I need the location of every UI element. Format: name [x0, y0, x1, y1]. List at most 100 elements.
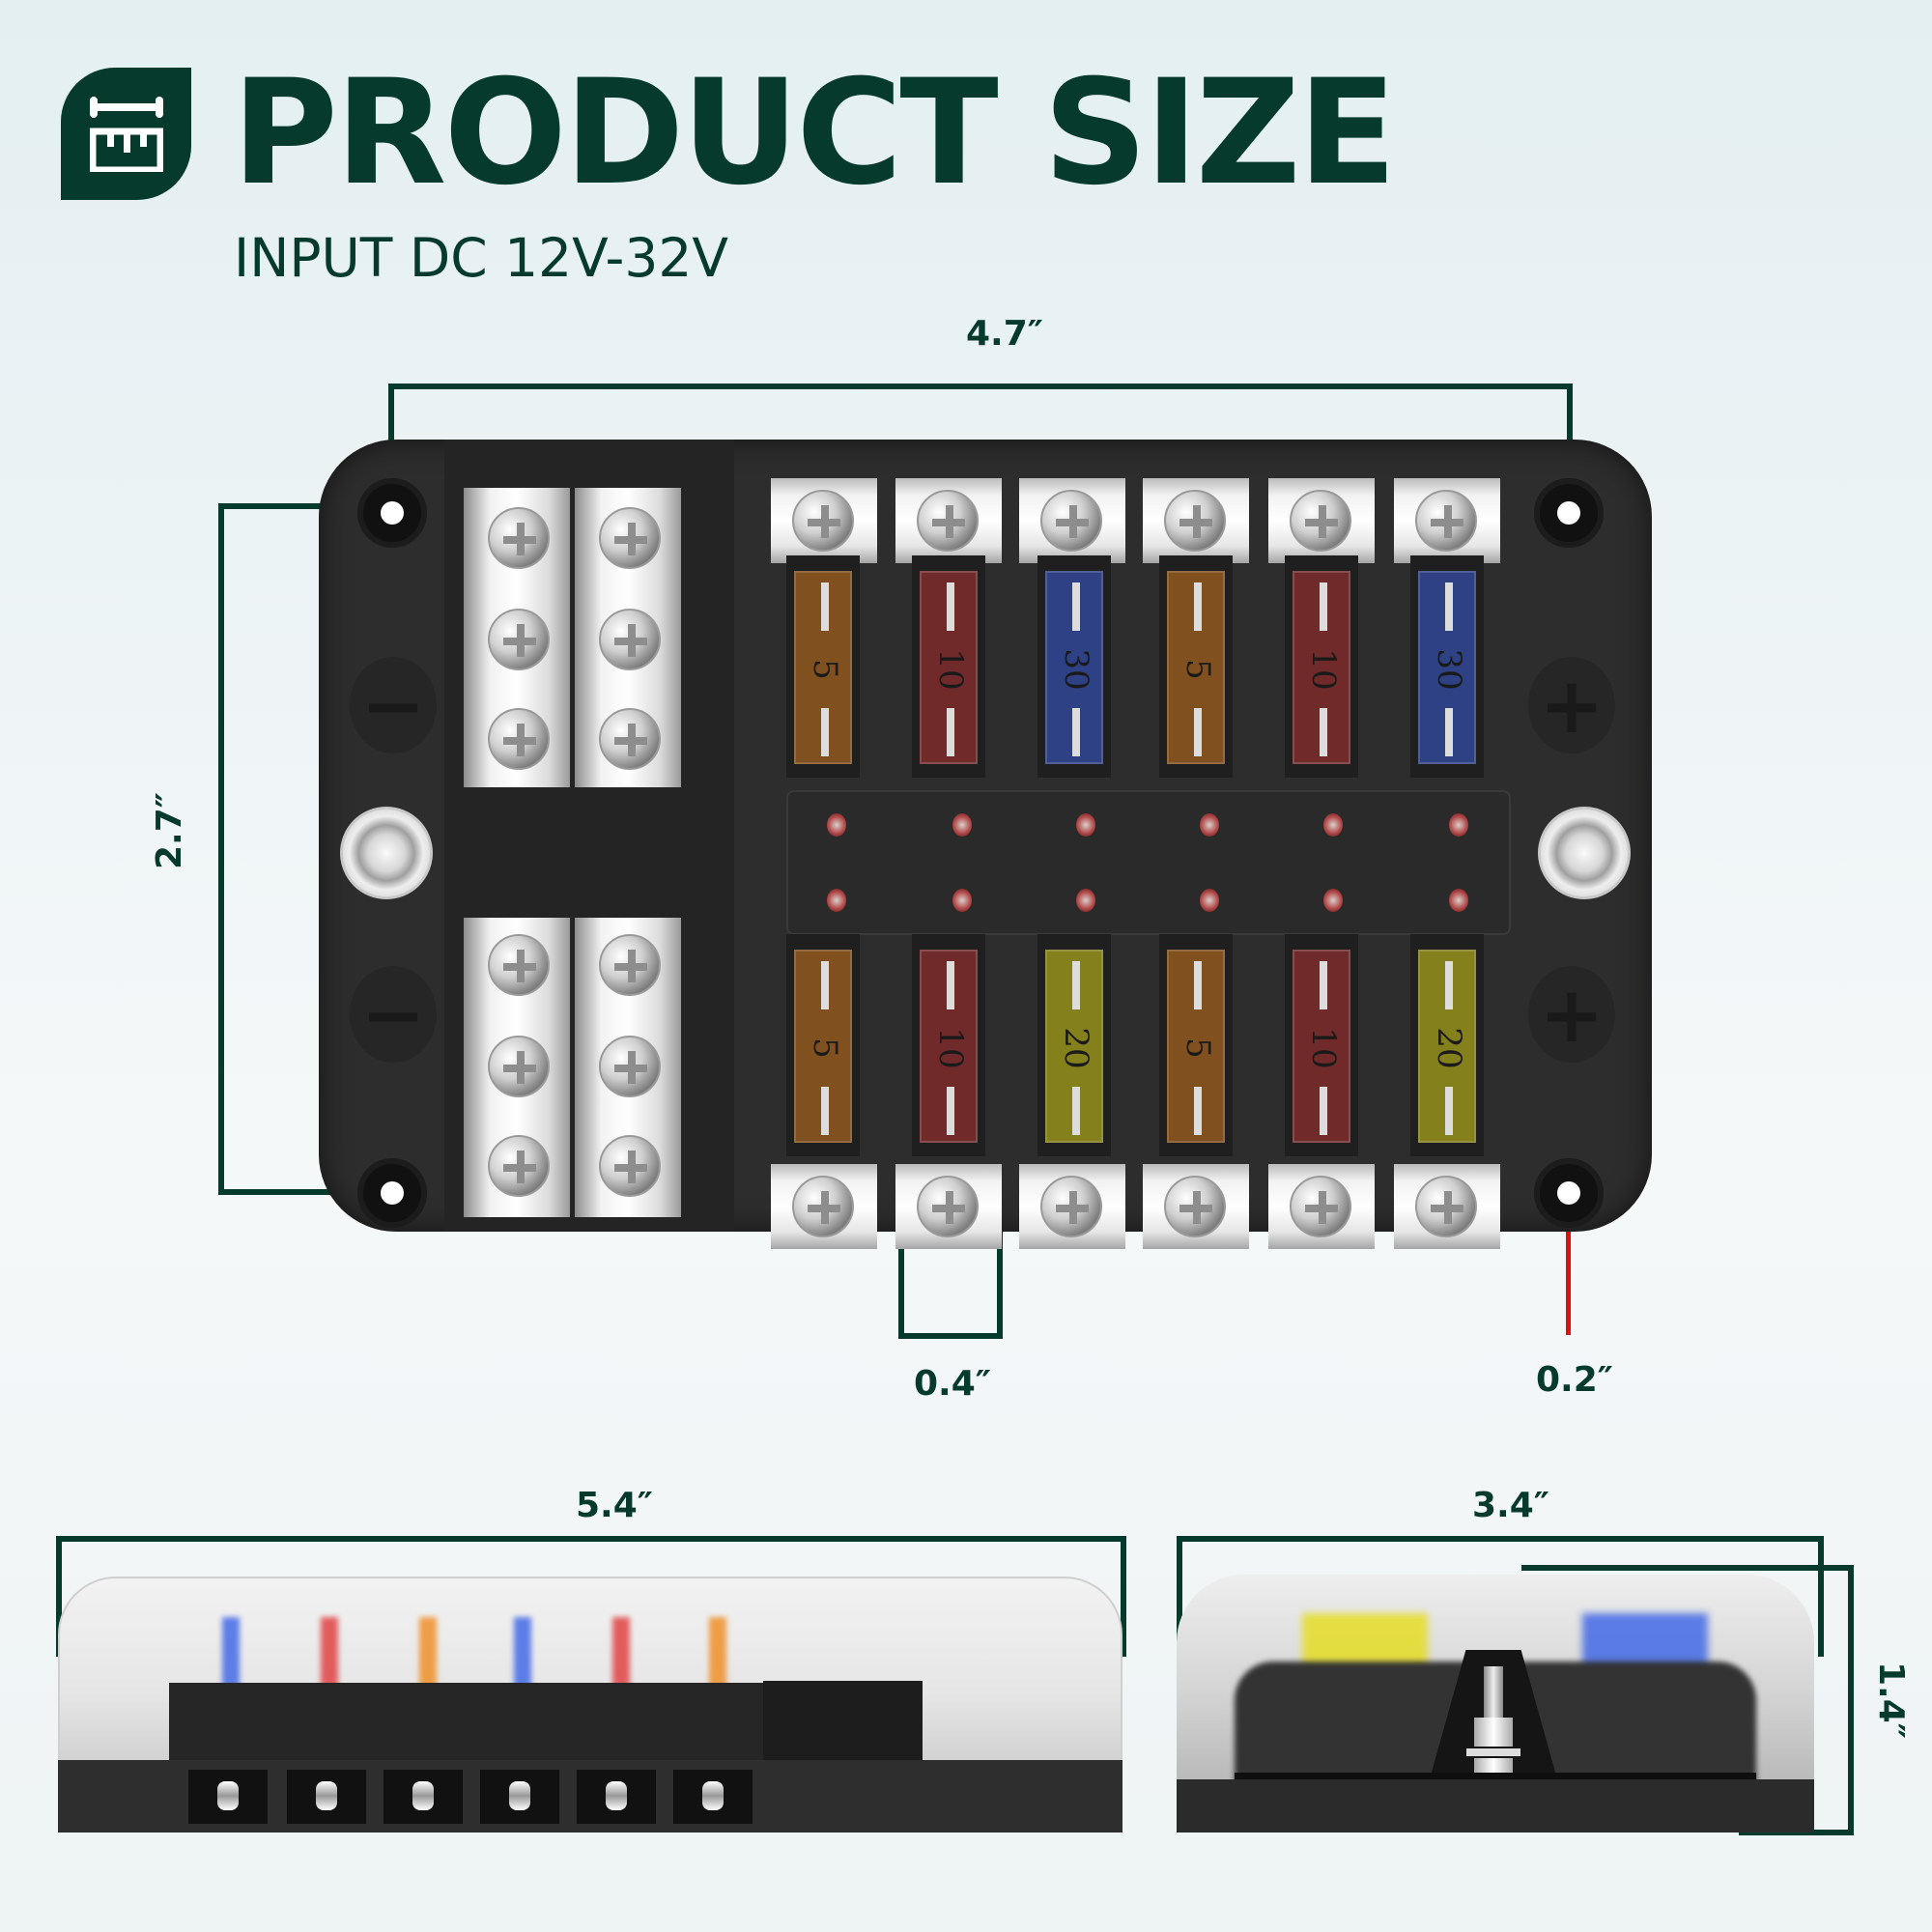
bus-screw: [599, 609, 661, 670]
bus-screw: [599, 708, 661, 770]
bottom-terminal-6: [1394, 1164, 1500, 1249]
fuse[interactable]: 5: [1167, 571, 1225, 764]
end-width-tick-left: [1177, 1536, 1182, 1657]
led-indicator: [1323, 889, 1343, 912]
fuse[interactable]: 30: [1045, 571, 1103, 764]
fuse[interactable]: 10: [920, 950, 978, 1143]
ruler-icon-badge: [61, 68, 191, 200]
mount-hole-top-right: [1534, 478, 1604, 548]
positive-symbol-icon: +: [1528, 657, 1615, 753]
height-dimension-tick-top: [218, 503, 392, 509]
led-indicator: [1076, 889, 1095, 912]
width-dimension-line: [388, 384, 1573, 389]
negative-symbol-icon: −: [350, 966, 437, 1063]
end-width-tick-right: [1818, 1536, 1824, 1657]
pitch-dimension-bottom: [898, 1333, 1003, 1339]
top-terminal-3: [1019, 478, 1125, 563]
height-dimension-tick-bottom: [218, 1189, 392, 1195]
ruler-icon: [90, 97, 163, 172]
fuse-slot-bottom-2: 10: [912, 934, 985, 1156]
fuse[interactable]: 5: [1167, 950, 1225, 1143]
fuse-rating: 20: [1057, 1027, 1095, 1069]
bottom-terminal-4: [1143, 1164, 1249, 1249]
fuse[interactable]: 20: [1418, 950, 1476, 1143]
top-terminal-6: [1394, 478, 1500, 563]
fuse-rating: 20: [1430, 1027, 1468, 1069]
top-terminal-4: [1143, 478, 1249, 563]
fuse[interactable]: 5: [794, 571, 852, 764]
bus-screw: [488, 609, 550, 670]
stud-bolt: [1484, 1666, 1503, 1734]
bus-screw: [488, 934, 550, 996]
mount-hole-leader-line: [1566, 1206, 1571, 1335]
length-dimension-line: [56, 1536, 1126, 1542]
fuse-slot-bottom-5: 10: [1285, 934, 1358, 1156]
led-indicator: [1200, 889, 1219, 912]
side-terminal: [673, 1770, 753, 1824]
fuse-rating: 5: [806, 659, 844, 680]
end-height-tick-bottom: [1739, 1830, 1854, 1835]
top-terminal-2: [895, 478, 1002, 563]
side-terminal: [480, 1770, 559, 1824]
end-height-dimension-line: [1848, 1565, 1854, 1835]
fuse-slot-top-5: 10: [1285, 555, 1358, 778]
mount-hole-top-left: [357, 478, 427, 548]
pitch-dimension-label: 0.4″: [914, 1364, 991, 1404]
end-width-dimension-label: 3.4″: [1472, 1486, 1549, 1525]
bottom-terminal-2: [895, 1164, 1002, 1249]
fuse[interactable]: 30: [1418, 571, 1476, 764]
fuse-slot-top-2: 10: [912, 555, 985, 778]
fuse[interactable]: 20: [1045, 950, 1103, 1143]
mount-hole-bottom-right: [1534, 1158, 1604, 1228]
mount-hole-bottom-left: [357, 1158, 427, 1228]
bus-screw: [488, 507, 550, 569]
pitch-dimension-right: [997, 1198, 1003, 1339]
led-indicator: [1323, 813, 1343, 837]
fuse-slot-top-1: 5: [786, 555, 860, 778]
fuse[interactable]: 10: [1293, 950, 1350, 1143]
bus-screw: [599, 1036, 661, 1097]
led-indicator: [827, 889, 846, 912]
height-dimension-label: 2.7″: [150, 792, 189, 869]
page-title: PRODUCT SIZE: [232, 49, 1397, 217]
negative-stud-terminal: [340, 807, 433, 899]
fuse-slot-top-6: 30: [1410, 555, 1484, 778]
led-indicator: [827, 813, 846, 837]
fuse-box-side-view: [58, 1577, 1122, 1833]
input-voltage-subtitle: INPUT DC 12V-32V: [234, 227, 728, 289]
fuse-rating: 10: [931, 648, 970, 691]
indicator-led-panel: [786, 790, 1511, 935]
led-indicator: [1076, 813, 1095, 837]
top-terminal-1: [771, 478, 877, 563]
led-indicator: [952, 813, 972, 837]
led-indicator: [1200, 813, 1219, 837]
pitch-dimension-left: [898, 1198, 904, 1339]
bus-screw: [599, 1135, 661, 1197]
fuse-rating: 30: [1057, 648, 1095, 691]
length-dimension-tick-right: [1121, 1536, 1126, 1657]
end-height-tick-top: [1521, 1565, 1854, 1571]
fuse-rating: 10: [931, 1027, 970, 1069]
length-dimension-tick-left: [56, 1536, 62, 1657]
side-terminal: [287, 1770, 366, 1824]
end-base: [1177, 1779, 1814, 1833]
end-width-dimension-line: [1177, 1536, 1824, 1542]
fuse-box-end-view: [1177, 1575, 1814, 1833]
fuse[interactable]: 10: [920, 571, 978, 764]
height-dimension-line: [218, 503, 224, 1195]
fuse[interactable]: 10: [1293, 571, 1350, 764]
fuse-slot-bottom-3: 20: [1037, 934, 1111, 1156]
bottom-terminal-3: [1019, 1164, 1125, 1249]
positive-stud-terminal: [1538, 807, 1631, 899]
led-indicator: [1449, 813, 1468, 837]
bus-screw: [599, 507, 661, 569]
fuse-slot-top-3: 30: [1037, 555, 1111, 778]
fuse-box-top-view: − − + + 5 10 30 5: [319, 440, 1652, 1249]
top-terminal-5: [1268, 478, 1375, 563]
side-terminal: [384, 1770, 463, 1824]
stud-washer: [1466, 1748, 1520, 1756]
positive-symbol-icon: +: [1528, 966, 1615, 1063]
bus-screw: [488, 708, 550, 770]
fuse[interactable]: 5: [794, 950, 852, 1143]
negative-symbol-icon: −: [350, 657, 437, 753]
